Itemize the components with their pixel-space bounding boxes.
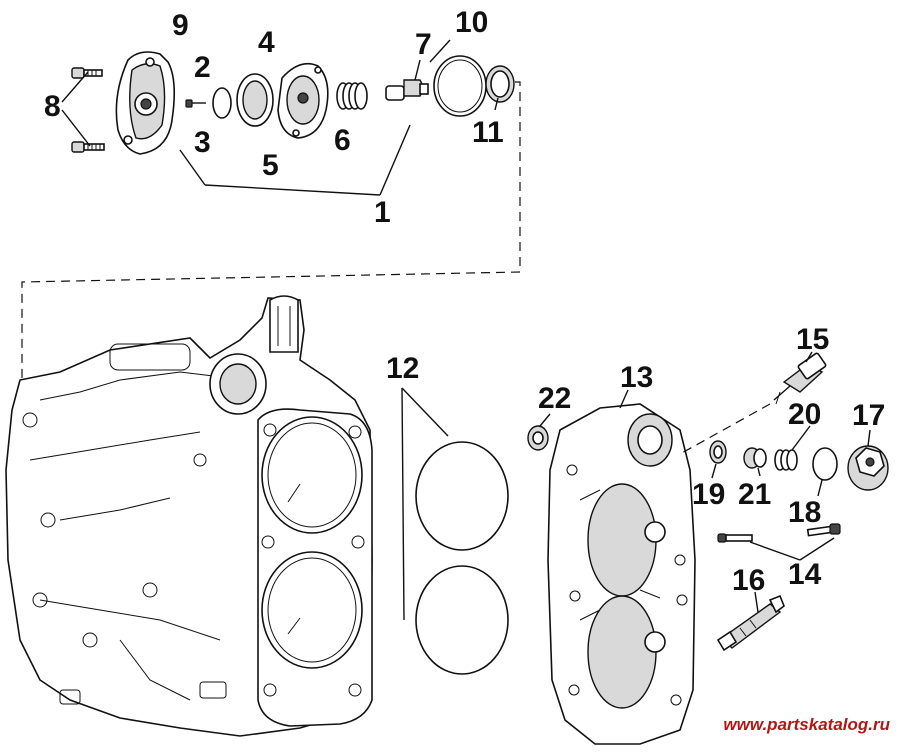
- thermostat-part-7: [385, 79, 429, 101]
- callout-22: 22: [538, 382, 571, 415]
- callout-4: 4: [258, 26, 275, 59]
- bolt-part-8-lower: [71, 141, 105, 153]
- temperature-sensor-part-15: [773, 352, 827, 405]
- cylinder-head-part-13: [547, 403, 696, 745]
- callout-9: 9: [172, 9, 189, 42]
- callout-10: 10: [455, 6, 488, 39]
- spring-part-20: [774, 449, 798, 471]
- callout-20: 20: [788, 398, 821, 431]
- callout-19: 19: [692, 478, 725, 511]
- callout-8: 8: [44, 90, 61, 123]
- head-gasket-ring-part-12-lower: [415, 565, 509, 675]
- cylinder-block: [5, 295, 373, 737]
- callout-18: 18: [788, 496, 821, 529]
- washer-part-3: [212, 87, 232, 119]
- seal-ring-part-11: [485, 65, 515, 103]
- callout-16: 16: [732, 564, 765, 597]
- bolt-part-14-left: [717, 533, 753, 543]
- callout-12: 12: [386, 352, 419, 385]
- diaphragm-part-4: [236, 73, 274, 127]
- callout-1: 1: [374, 196, 391, 229]
- plug-part-17: [847, 445, 889, 491]
- callout-2: 2: [194, 51, 211, 84]
- callout-11: 11: [472, 116, 504, 149]
- head-gasket-ring-part-12-upper: [415, 441, 509, 551]
- thermostat-cover-part-9: [115, 51, 176, 155]
- callout-15: 15: [796, 323, 829, 356]
- callout-3: 3: [194, 126, 211, 159]
- screw-part-2: [185, 99, 206, 108]
- watermark-text: www.partskatalog.ru: [723, 715, 890, 734]
- bolt-part-14-right: [806, 523, 841, 537]
- o-ring-part-18: [812, 447, 838, 481]
- callout-14: 14: [788, 558, 822, 591]
- valve-part-21: [743, 447, 767, 469]
- callout-7: 7: [415, 28, 432, 61]
- callout-17: 17: [852, 399, 885, 432]
- washer-part-19: [709, 440, 727, 464]
- callout-6: 6: [334, 124, 351, 157]
- callout-5: 5: [262, 149, 279, 182]
- spark-plug-part-16: [716, 594, 785, 652]
- seal-washer-part-22: [527, 425, 549, 451]
- spring-part-6: [336, 82, 368, 110]
- gasket-ring-part-10: [433, 55, 487, 117]
- callout-13: 13: [620, 361, 653, 394]
- callout-21: 21: [738, 478, 771, 511]
- housing-plate-part-5: [277, 62, 329, 139]
